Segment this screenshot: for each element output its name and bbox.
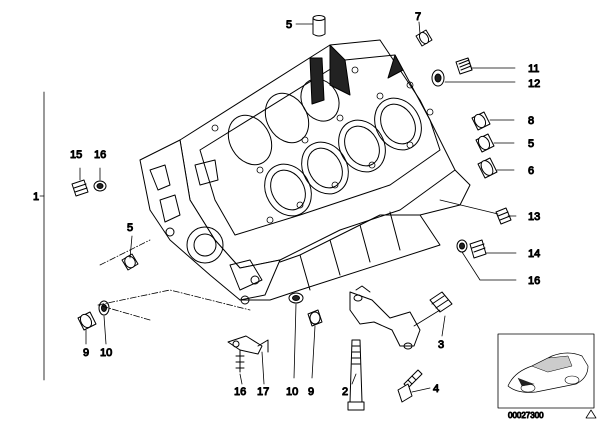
callout-15: 15: [70, 149, 82, 161]
callout-5-top: 5: [286, 19, 292, 31]
plug-part-3: [429, 291, 453, 313]
callout-16-bottom: 16: [234, 386, 246, 398]
seal-ring-part-16-left: [93, 180, 107, 192]
seal-ring-part-10-center: [288, 292, 304, 304]
callout-12: 12: [528, 78, 540, 90]
callout-16-left: 16: [94, 149, 106, 161]
screw-plug-part-13: [495, 207, 512, 225]
callout-2: 2: [342, 386, 348, 398]
callout-7: 7: [415, 11, 421, 23]
callout-13: 13: [528, 211, 540, 223]
screw-plug-part-11: [455, 57, 473, 75]
callout-4: 4: [433, 383, 439, 395]
bearing-bridge-part-3: [349, 285, 421, 350]
callout-labels: 1 5 7 11 12 8 5 6 13 14 16 15 16 5 9 10 …: [33, 11, 541, 399]
callout-10-left: 10: [100, 347, 112, 359]
triangle-icon: [585, 409, 597, 419]
callout-5-right: 5: [528, 138, 534, 150]
callout-9-left: 9: [83, 347, 89, 359]
callout-6: 6: [528, 165, 534, 177]
callout-5-left: 5: [127, 222, 133, 234]
callout-16-right: 16: [528, 275, 540, 287]
dowel-sleeve-top: [312, 15, 326, 37]
dowel-sleeve-left: [121, 253, 139, 271]
oil-spray-nozzle: [227, 335, 269, 373]
dowel-sleeve-right: [475, 133, 495, 153]
leader-lines: [39, 21, 517, 393]
screw-plug-part-15: [71, 179, 89, 197]
plug-part-9-center: [307, 309, 323, 327]
seal-ring-part-12: [431, 69, 445, 87]
callout-10-center: 10: [286, 386, 298, 398]
vehicle-thumbnail: [497, 333, 595, 409]
callout-14: 14: [528, 248, 540, 260]
engine-block: [139, 39, 471, 305]
callout-11: 11: [528, 63, 539, 75]
callout-9-center: 9: [308, 386, 314, 398]
seal-ring-part-16-right: [456, 239, 468, 253]
callout-17: 17: [257, 386, 269, 398]
screw-plug-part-14: [469, 239, 487, 259]
callout-3-bridge: 3: [438, 339, 444, 351]
plug-part-7: [415, 29, 433, 47]
sleeve-part-6: [477, 157, 498, 179]
callout-1: 1: [33, 191, 39, 203]
bolt-part-4: [397, 369, 423, 403]
bolt-part-2: [347, 339, 365, 411]
plug-part-9-left: [77, 311, 97, 331]
image-number: 00027300: [508, 411, 544, 420]
plug-part-8: [471, 111, 491, 131]
callout-8: 8: [528, 115, 534, 127]
